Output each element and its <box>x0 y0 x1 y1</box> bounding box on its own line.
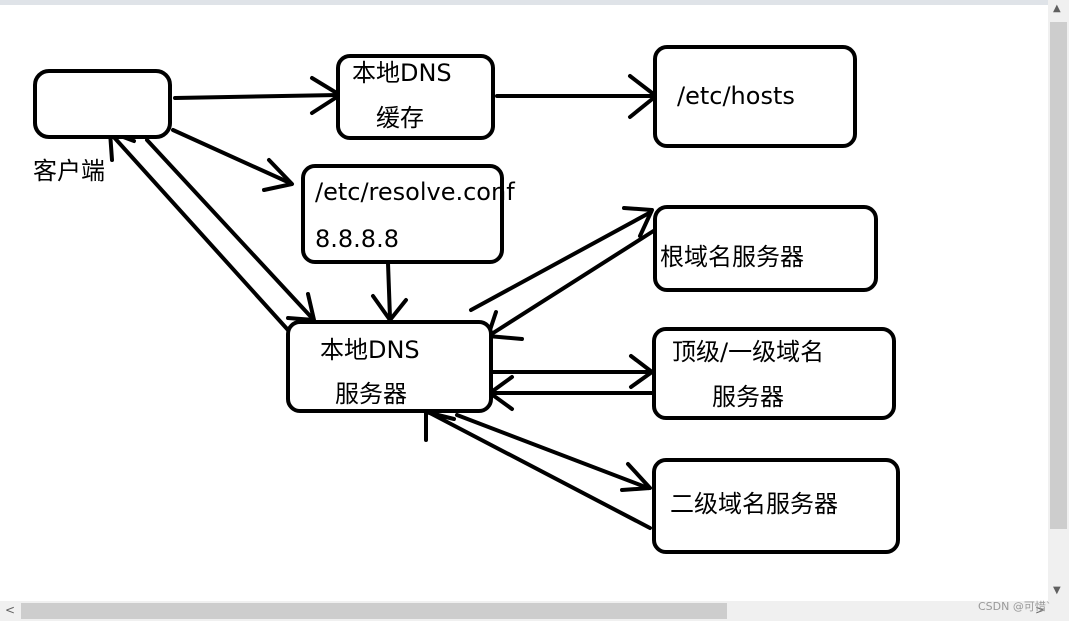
client-node <box>33 69 172 139</box>
vertical-scrollbar[interactable]: ▲ ▼ <box>1048 0 1069 601</box>
resolv-conf-label-line2: 8.8.8.8 <box>315 225 399 253</box>
etc-hosts-node <box>653 45 857 148</box>
resolv-conf-label-line1: /etc/resolve.conf <box>315 178 515 206</box>
local-dns-server-node <box>286 320 493 413</box>
arrow-local-server-to-root <box>469 206 654 312</box>
window-top-border <box>0 0 1069 5</box>
tld-server-label-line2: 服务器 <box>712 383 784 411</box>
scrollbar-corner <box>1048 601 1069 621</box>
arrow-local-server-to-client <box>108 130 290 332</box>
local-dns-cache-node <box>336 54 495 140</box>
local-dns-cache-label-line1: 本地DNS <box>352 59 452 87</box>
second-level-server-node <box>652 458 900 554</box>
watermark: CSDN @可惜` <box>978 600 1052 613</box>
root-server-node <box>653 205 878 292</box>
arrow-local-server-to-tld <box>490 354 654 389</box>
resolv-conf-node <box>301 164 504 264</box>
local-dns-server-label-line1: 本地DNS <box>320 336 420 364</box>
arrow-client-to-resolv <box>171 128 294 192</box>
scroll-up-icon[interactable]: ▲ <box>1053 3 1061 14</box>
arrow-client-to-local-server <box>145 138 316 322</box>
second-level-server-label: 二级域名服务器 <box>670 490 838 518</box>
client-label: 客户端 <box>33 157 105 185</box>
arrow-root-to-local-server <box>486 228 657 341</box>
root-server-label: 根域名服务器 <box>660 243 804 271</box>
scroll-right-icon[interactable]: > <box>1035 603 1046 617</box>
arrow-cache-to-hosts <box>495 74 658 119</box>
arrow-local-server-to-second <box>455 413 652 492</box>
local-dns-server-label-line2: 服务器 <box>335 380 407 408</box>
arrow-tld-to-local-server <box>488 375 654 411</box>
vertical-scroll-thumb[interactable] <box>1050 22 1067 529</box>
arrow-client-to-cache <box>173 76 342 115</box>
tld-server-node <box>652 327 896 420</box>
tld-server-label-line1: 顶级/一级域名 <box>672 338 825 366</box>
local-dns-cache-label-line2: 缓存 <box>376 104 424 132</box>
etc-hosts-label: /etc/hosts <box>677 82 795 110</box>
arrow-resolv-to-local-server <box>371 261 408 322</box>
arrow-second-to-local-server <box>424 410 652 530</box>
horizontal-scroll-thumb[interactable] <box>21 603 727 619</box>
scroll-left-icon[interactable]: < <box>5 603 16 617</box>
horizontal-scrollbar[interactable]: < > <box>0 601 1048 621</box>
scroll-down-icon[interactable]: ▼ <box>1053 585 1061 596</box>
